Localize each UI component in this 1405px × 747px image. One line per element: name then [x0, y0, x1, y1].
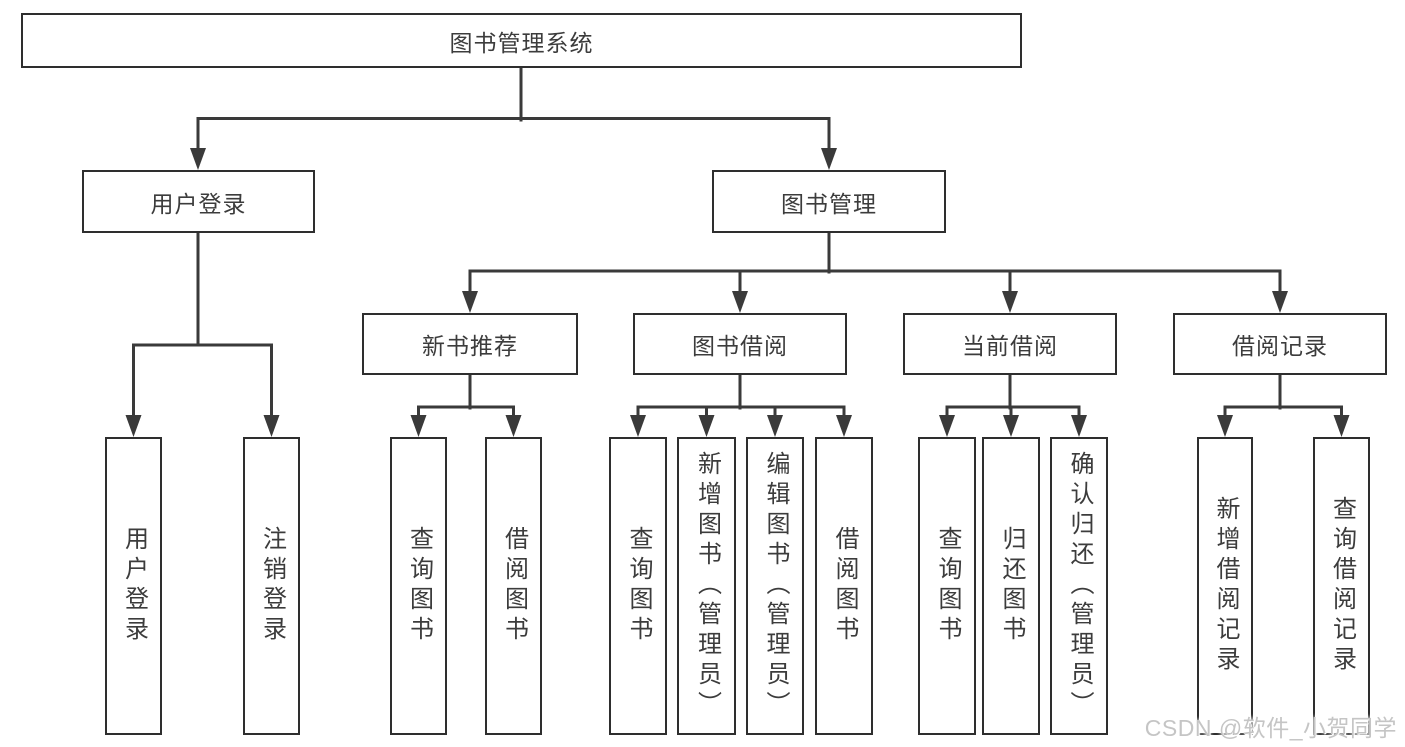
arrow-down-icon — [505, 415, 522, 437]
arrow-down-icon — [698, 415, 715, 437]
leaf-current-query-books-label: 查询图书 — [934, 526, 961, 646]
arrow-down-icon — [836, 415, 852, 437]
arrow-down-icon — [767, 415, 783, 437]
leaf-borrow-edit-books-admin: 编辑图书（管理员） — [746, 437, 804, 735]
node-user-login: 用户登录 — [82, 170, 315, 233]
leaf-borrow-query-books-label: 查询图书 — [625, 526, 652, 646]
arrow-down-icon — [939, 415, 955, 437]
leaf-newrec-borrow-books-label: 借阅图书 — [500, 526, 528, 646]
arrow-down-icon — [410, 415, 427, 437]
leaf-records-add-record: 新增借阅记录 — [1197, 437, 1253, 735]
arrow-down-icon — [125, 415, 142, 437]
node-book-borrow-label: 图书借阅 — [692, 333, 788, 359]
arrow-down-icon — [821, 148, 837, 170]
arrow-down-icon — [1333, 415, 1350, 437]
leaf-records-query-record: 查询借阅记录 — [1313, 437, 1370, 735]
leaf-current-return-books: 归还图书 — [982, 437, 1040, 735]
arrow-down-icon — [630, 415, 646, 437]
leaf-logout-label: 注销登录 — [258, 526, 286, 646]
leaf-newrec-query-books: 查询图书 — [390, 437, 447, 735]
node-user-login-label: 用户登录 — [150, 190, 247, 217]
leaf-current-confirm-return-admin: 确认归还（管理员） — [1050, 437, 1108, 735]
node-new-book-recommend-label: 新书推荐 — [422, 333, 518, 359]
node-new-book-recommend: 新书推荐 — [362, 313, 578, 375]
arrow-down-icon — [190, 148, 206, 170]
node-root: 图书管理系统 — [21, 13, 1022, 68]
node-book-management: 图书管理 — [712, 170, 946, 233]
arrow-down-icon — [1217, 415, 1233, 437]
leaf-borrow-add-books-admin-label: 新增图书（管理员） — [693, 451, 721, 721]
arrow-down-icon — [263, 415, 280, 437]
arrow-down-icon — [1002, 291, 1018, 313]
leaf-borrow-add-books-admin: 新增图书（管理员） — [677, 437, 736, 735]
arrow-down-icon — [1003, 415, 1019, 437]
node-borrow-records-label: 借阅记录 — [1232, 333, 1328, 359]
arrow-down-icon — [462, 291, 478, 313]
leaf-newrec-borrow-books: 借阅图书 — [485, 437, 542, 735]
leaf-user-login: 用户登录 — [105, 437, 162, 735]
leaf-logout: 注销登录 — [243, 437, 300, 735]
node-book-borrow: 图书借阅 — [633, 313, 847, 375]
watermark: CSDN @软件_小贺同学 — [1144, 715, 1397, 741]
arrow-down-icon — [732, 291, 748, 313]
leaf-current-query-books: 查询图书 — [918, 437, 976, 735]
node-current-borrow-label: 当前借阅 — [962, 333, 1058, 359]
leaf-user-login-label: 用户登录 — [120, 526, 148, 646]
node-root-label: 图书管理系统 — [449, 29, 594, 56]
leaf-borrow-borrow-books: 借阅图书 — [815, 437, 873, 735]
arrow-down-icon — [1071, 415, 1087, 437]
leaf-current-return-books-label: 归还图书 — [998, 526, 1025, 646]
leaf-current-confirm-return-admin-label: 确认归还（管理员） — [1066, 451, 1093, 721]
leaf-borrow-borrow-books-label: 借阅图书 — [831, 526, 858, 646]
node-current-borrow: 当前借阅 — [903, 313, 1117, 375]
leaf-borrow-edit-books-admin-label: 编辑图书（管理员） — [762, 451, 789, 721]
leaf-borrow-query-books: 查询图书 — [609, 437, 667, 735]
leaf-newrec-query-books-label: 查询图书 — [405, 526, 433, 646]
node-book-management-label: 图书管理 — [781, 190, 877, 217]
node-borrow-records: 借阅记录 — [1173, 313, 1387, 375]
arrow-down-icon — [1272, 291, 1288, 313]
leaf-records-add-record-label: 新增借阅记录 — [1212, 496, 1239, 676]
leaf-records-query-record-label: 查询借阅记录 — [1328, 496, 1356, 676]
